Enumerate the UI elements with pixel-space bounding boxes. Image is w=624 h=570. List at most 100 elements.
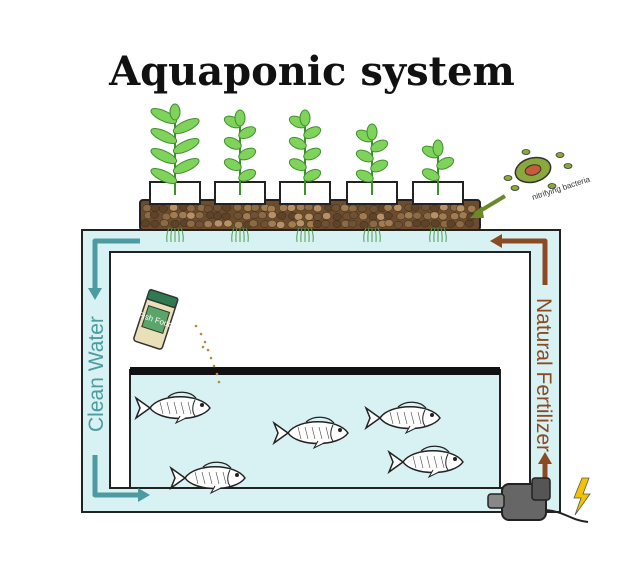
plant-leaf [436, 156, 455, 170]
plant-leaf [288, 136, 307, 150]
pebble [359, 220, 369, 229]
pebble [348, 219, 358, 228]
pebble [332, 212, 342, 221]
pebble [295, 219, 305, 228]
plant-leaf [150, 128, 178, 144]
pebble [178, 211, 188, 219]
plant [279, 109, 331, 243]
pebble [276, 220, 286, 229]
pebble [464, 219, 474, 228]
fish-food-container: Fish Food [133, 288, 179, 350]
pebble [376, 212, 386, 221]
pebble [158, 204, 168, 213]
fish [387, 445, 464, 479]
pebble [430, 219, 440, 228]
pebble [450, 212, 460, 221]
pebble [186, 219, 196, 228]
pebble [142, 204, 152, 212]
plant-roots [429, 227, 447, 243]
plants-group [149, 103, 464, 243]
plant-leaf [172, 118, 200, 134]
plant-leaf [303, 126, 322, 140]
plant-leaf [234, 109, 246, 127]
pebble [304, 212, 314, 221]
pebble [186, 204, 196, 213]
plant-leaf [172, 158, 200, 174]
plant [214, 109, 266, 243]
pebble [233, 211, 243, 220]
pebble [357, 204, 367, 213]
plant-leaf [303, 147, 322, 161]
pebble [287, 220, 297, 229]
pebble [404, 220, 413, 228]
fertilizer-arrowhead-left [490, 234, 502, 248]
plant-leaf [288, 158, 307, 172]
fish [134, 391, 211, 425]
pebble [404, 211, 414, 220]
lightning-icon [573, 477, 591, 516]
pebble [222, 203, 232, 212]
natural-fertilizer-label: Natural Fertilizer [532, 298, 555, 452]
clean-water-arrowhead-down [88, 288, 102, 300]
plant [149, 103, 201, 243]
pebble [249, 211, 259, 220]
pebble [349, 211, 359, 220]
pebble [467, 204, 477, 213]
pebble [212, 212, 222, 220]
nitrifying-bacteria: nitrifying bacteria [470, 149, 592, 218]
pebble [169, 203, 179, 212]
clean-water-arrow [92, 238, 140, 498]
pebble [358, 212, 368, 221]
pebble [250, 203, 260, 212]
pebble [340, 204, 350, 212]
pebble [277, 211, 287, 220]
pebble [322, 212, 332, 220]
pebble [455, 220, 465, 229]
pebble [430, 211, 440, 220]
fish-food-pellets [194, 324, 221, 384]
gravel-media [140, 203, 477, 229]
pebble [313, 213, 323, 221]
pebble [159, 219, 169, 227]
diagram-title: Aquaponic system [109, 48, 515, 95]
plant [412, 139, 464, 243]
pebble [233, 203, 243, 212]
plant-leaf [238, 168, 257, 182]
plant-leaf [169, 103, 181, 121]
pebble [203, 220, 213, 228]
pebble [186, 211, 196, 220]
pebble [438, 212, 448, 221]
pebble [396, 212, 406, 221]
pebble [384, 219, 394, 227]
pebble [242, 212, 252, 221]
pebble [223, 219, 233, 228]
pebble [195, 220, 204, 229]
pebble [393, 221, 403, 229]
plant-roots [363, 227, 381, 243]
plant-leaf [355, 149, 374, 163]
pebble [430, 204, 440, 213]
pebble [213, 219, 223, 228]
pebble [294, 212, 303, 221]
pebble [213, 204, 222, 212]
pebble [234, 221, 243, 229]
plant-leaf [238, 147, 257, 161]
pebble [267, 219, 277, 228]
pebble [332, 220, 342, 228]
pebble [383, 203, 393, 212]
pebble [369, 205, 379, 213]
pebble [412, 219, 422, 228]
pebble [248, 219, 258, 228]
plant-leaf [150, 168, 178, 184]
plant-leaf [421, 168, 440, 182]
pebble [420, 219, 430, 228]
pebble [331, 204, 341, 212]
pebble [195, 211, 204, 220]
fish [272, 416, 349, 450]
pebble [150, 204, 160, 212]
pebble [150, 219, 160, 228]
pebble [169, 211, 179, 219]
pebble [369, 220, 378, 228]
pebble [446, 220, 456, 228]
plant-leaf [172, 138, 200, 154]
